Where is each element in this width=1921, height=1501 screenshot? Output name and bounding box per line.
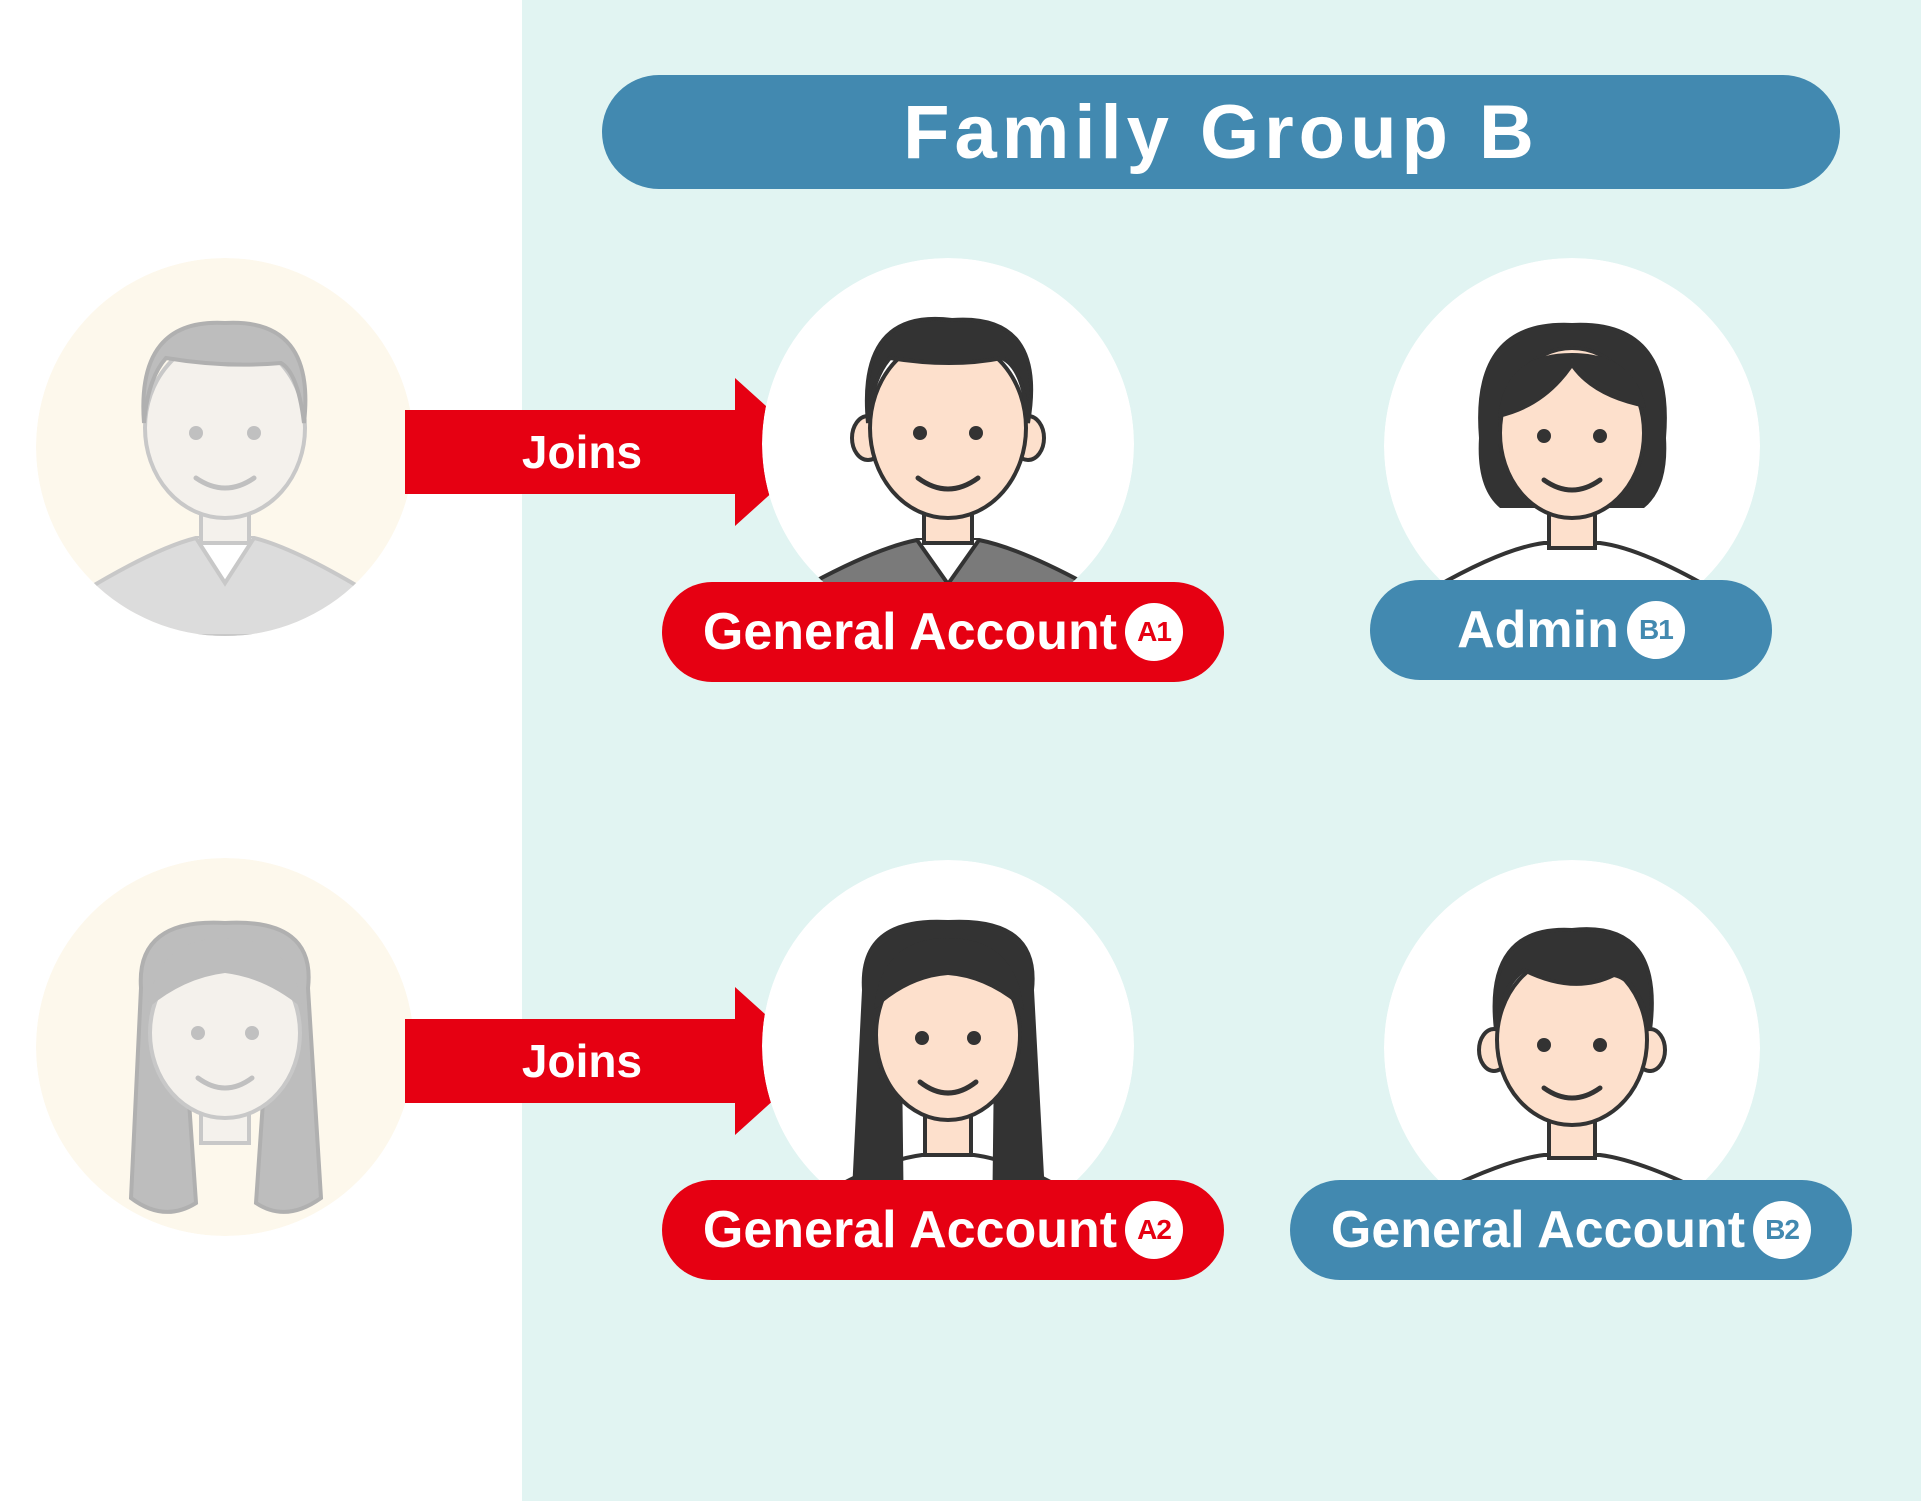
member-b1-role: Admin [1457, 600, 1619, 660]
faded-man-avatar-icon [36, 258, 414, 636]
member-b2-pill: General Account B2 [1290, 1180, 1852, 1280]
member-b1-pill: Admin B1 [1370, 580, 1772, 680]
member-a1-role: General Account [703, 602, 1117, 662]
joins-label-1: Joins [482, 425, 682, 479]
member-a2-pill: General Account A2 [662, 1180, 1224, 1280]
family-group-title: Family Group B [602, 75, 1840, 189]
faded-girl-avatar-icon [36, 858, 414, 1236]
girl-long-hair-avatar-icon [762, 860, 1134, 1232]
member-b1-badge: B1 [1627, 601, 1685, 659]
member-a2-badge: A2 [1125, 1201, 1183, 1259]
joins-label-2: Joins [482, 1034, 682, 1088]
member-b2-badge: B2 [1753, 1201, 1811, 1259]
woman-short-hair-avatar-icon [1384, 258, 1760, 634]
member-b2-role: General Account [1331, 1200, 1745, 1260]
man-avatar-icon [762, 258, 1134, 630]
member-a2-role: General Account [703, 1200, 1117, 1260]
member-a1-pill: General Account A1 [662, 582, 1224, 682]
member-a1-badge: A1 [1125, 603, 1183, 661]
